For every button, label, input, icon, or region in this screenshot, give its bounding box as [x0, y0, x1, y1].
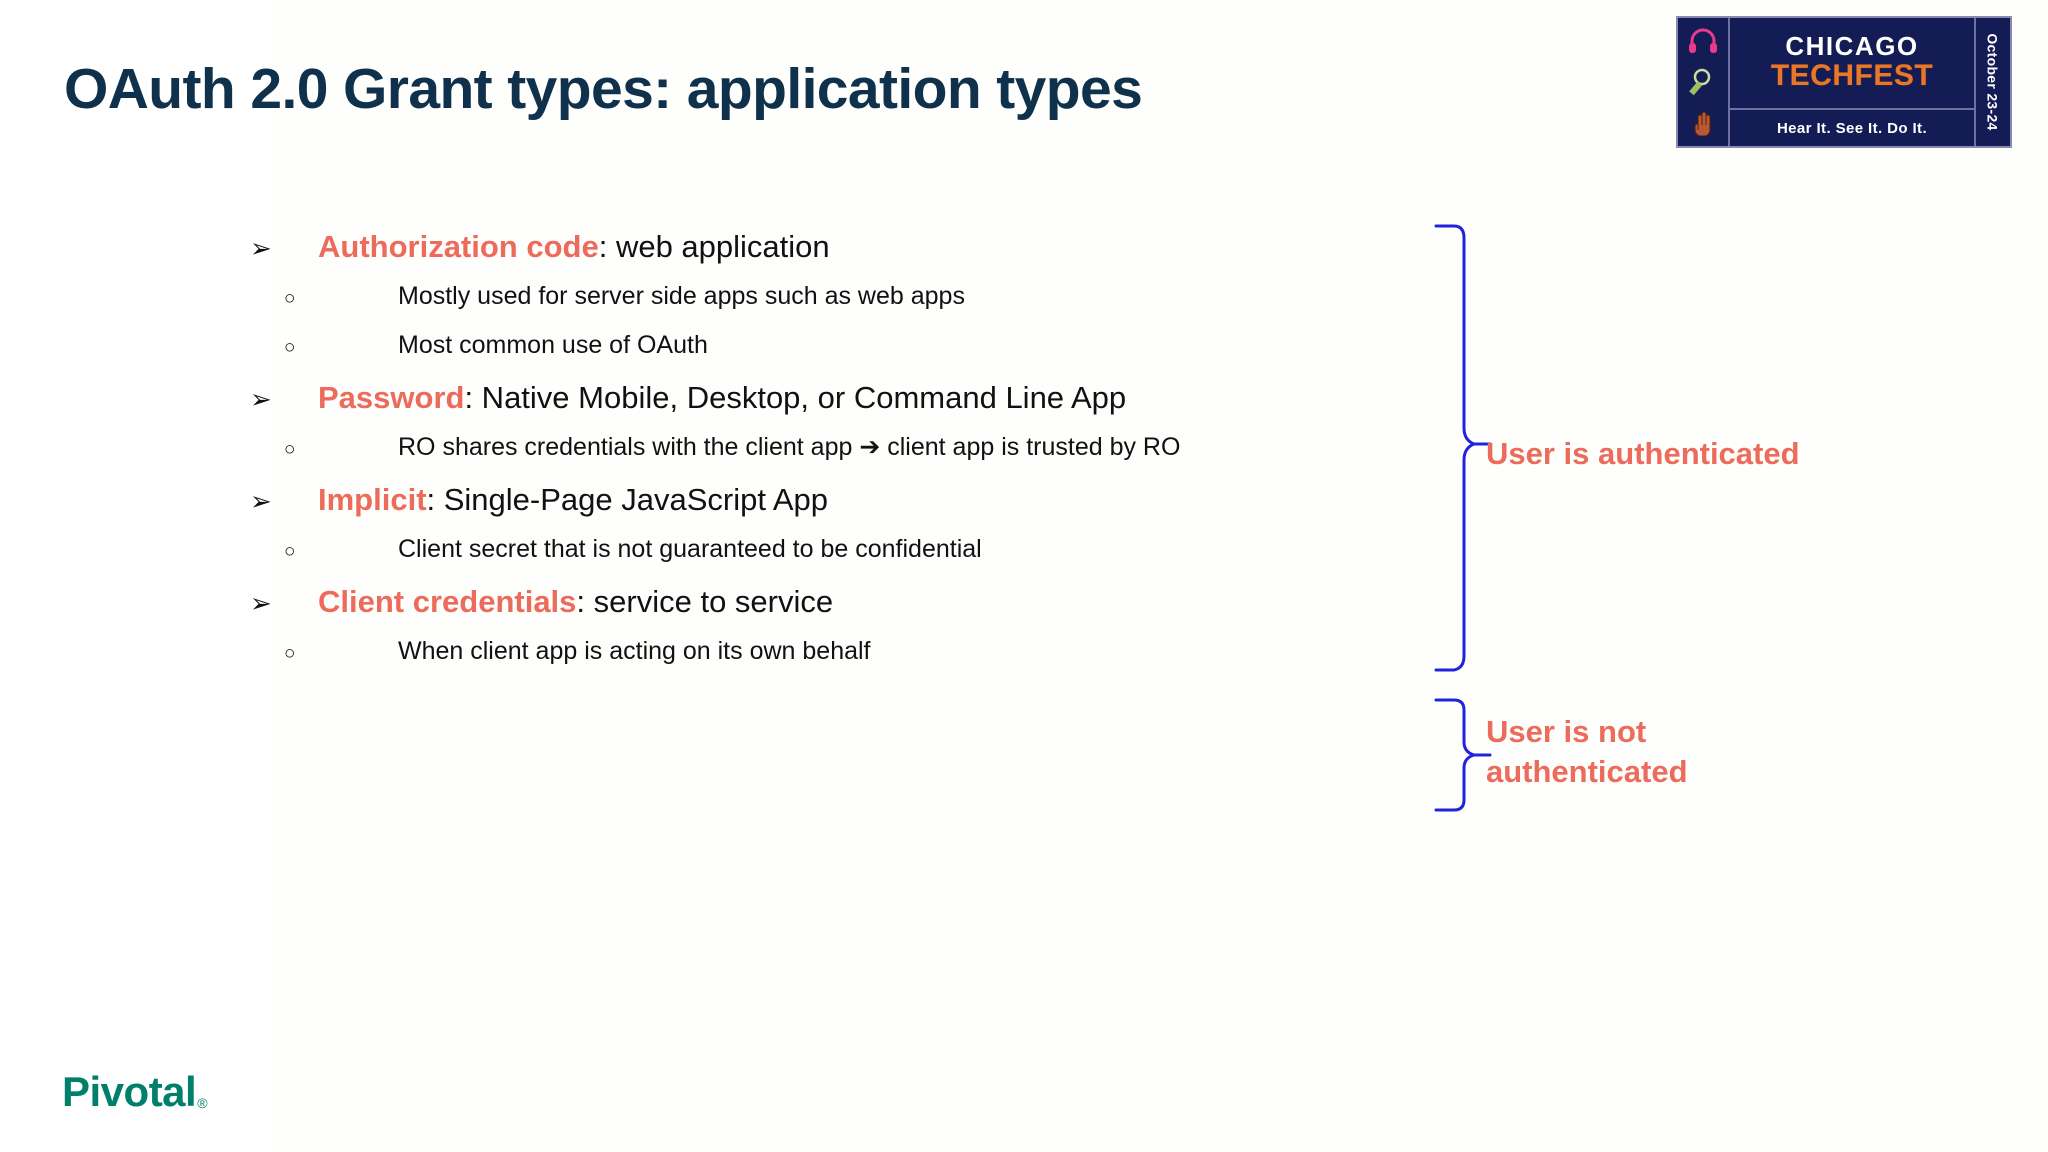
list-item: ○ Most common use of OAuth — [250, 330, 1430, 361]
logo-date-text: October 23-24 — [1985, 33, 2001, 131]
arrow-bullet-icon: ➢ — [250, 486, 272, 517]
logo-line-techfest: TECHFEST — [1770, 58, 1934, 92]
magnifier-icon — [1689, 68, 1717, 96]
arrow-bullet-icon: ➢ — [250, 384, 272, 415]
headphones-icon — [1688, 28, 1718, 54]
hand-icon — [1691, 110, 1715, 136]
list-item: ○ Mostly used for server side apps such … — [250, 281, 1430, 312]
logo-tagline: Hear It. See It. Do It. — [1776, 119, 1928, 137]
list-item: ○ When client app is acting on its own b… — [250, 636, 1430, 667]
sub-bullet-text: RO shares credentials with the client ap… — [398, 433, 1181, 461]
chicago-techfest-logo: CHICAGO TECHFEST Hear It. See It. Do It.… — [1676, 16, 2012, 148]
arrow-bullet-icon: ➢ — [250, 233, 272, 263]
bullet-text: Implicit: Single-Page JavaScript App — [318, 481, 828, 520]
list-item: ➢ Implicit: Single-Page JavaScript App — [250, 481, 1430, 520]
circle-bullet-icon: ○ — [284, 337, 296, 358]
pivotal-wordmark: Pivotal — [62, 1068, 197, 1115]
logo-line-chicago: CHICAGO — [1785, 30, 1919, 61]
bullet-list: ➢ Authorization code: web application ○ … — [250, 228, 1430, 685]
sub-bullet-text: Most common use of OAuth — [398, 331, 708, 359]
brace-authenticated — [1434, 224, 1492, 672]
bullet-rest: : Single-Page JavaScript App — [426, 482, 829, 518]
list-item: ➢ Authorization code: web application — [250, 228, 1430, 267]
arrow-bullet-icon: ➢ — [250, 588, 272, 619]
logo-text-block: CHICAGO TECHFEST Hear It. See It. Do It. — [1730, 18, 1974, 146]
list-item: ➢ Password: Native Mobile, Desktop, or C… — [250, 379, 1430, 418]
circle-bullet-icon: ○ — [284, 287, 296, 309]
bullet-highlight: Client credentials — [318, 584, 577, 620]
bullet-highlight: Password — [318, 380, 465, 416]
pivotal-logo: Pivotal® — [62, 1068, 208, 1116]
list-item: ○ RO shares credentials with the client … — [250, 432, 1430, 463]
bullet-rest: : Native Mobile, Desktop, or Command Lin… — [464, 380, 1127, 416]
page-title: OAuth 2.0 Grant types: application types — [64, 57, 1143, 121]
sub-bullet-text: Client secret that is not guaranteed to … — [398, 535, 982, 563]
circle-bullet-icon: ○ — [284, 541, 296, 562]
bullet-rest: : service to service — [576, 584, 834, 620]
annotation-user-not-authenticated: User is not authenticated — [1486, 714, 1688, 790]
registered-trademark-icon: ® — [197, 1095, 208, 1111]
circle-bullet-icon: ○ — [284, 439, 296, 460]
bullet-rest: : web application — [598, 229, 830, 264]
list-item: ➢ Client credentials: service to service — [250, 583, 1430, 622]
annotation-user-authenticated: User is authenticated — [1486, 436, 1800, 471]
background-panel — [272, 0, 2048, 1152]
sub-bullet-text: When client app is acting on its own beh… — [398, 637, 871, 665]
sub-bullet-text: Mostly used for server side apps such as… — [398, 281, 965, 310]
list-item: ○ Client secret that is not guaranteed t… — [250, 534, 1430, 565]
bullet-highlight: Authorization code — [318, 229, 599, 264]
bullet-text: Password: Native Mobile, Desktop, or Com… — [318, 379, 1126, 418]
logo-wordmark: CHICAGO TECHFEST — [1730, 18, 1974, 110]
circle-bullet-icon: ○ — [284, 643, 296, 664]
logo-date-strip: October 23-24 — [1974, 18, 2010, 146]
bullet-highlight: Implicit — [318, 482, 427, 518]
bullet-text: Authorization code: web application — [318, 228, 830, 267]
bullet-text: Client credentials: service to service — [318, 583, 833, 622]
logo-icon-column — [1678, 18, 1730, 146]
brace-not-authenticated — [1434, 698, 1492, 812]
